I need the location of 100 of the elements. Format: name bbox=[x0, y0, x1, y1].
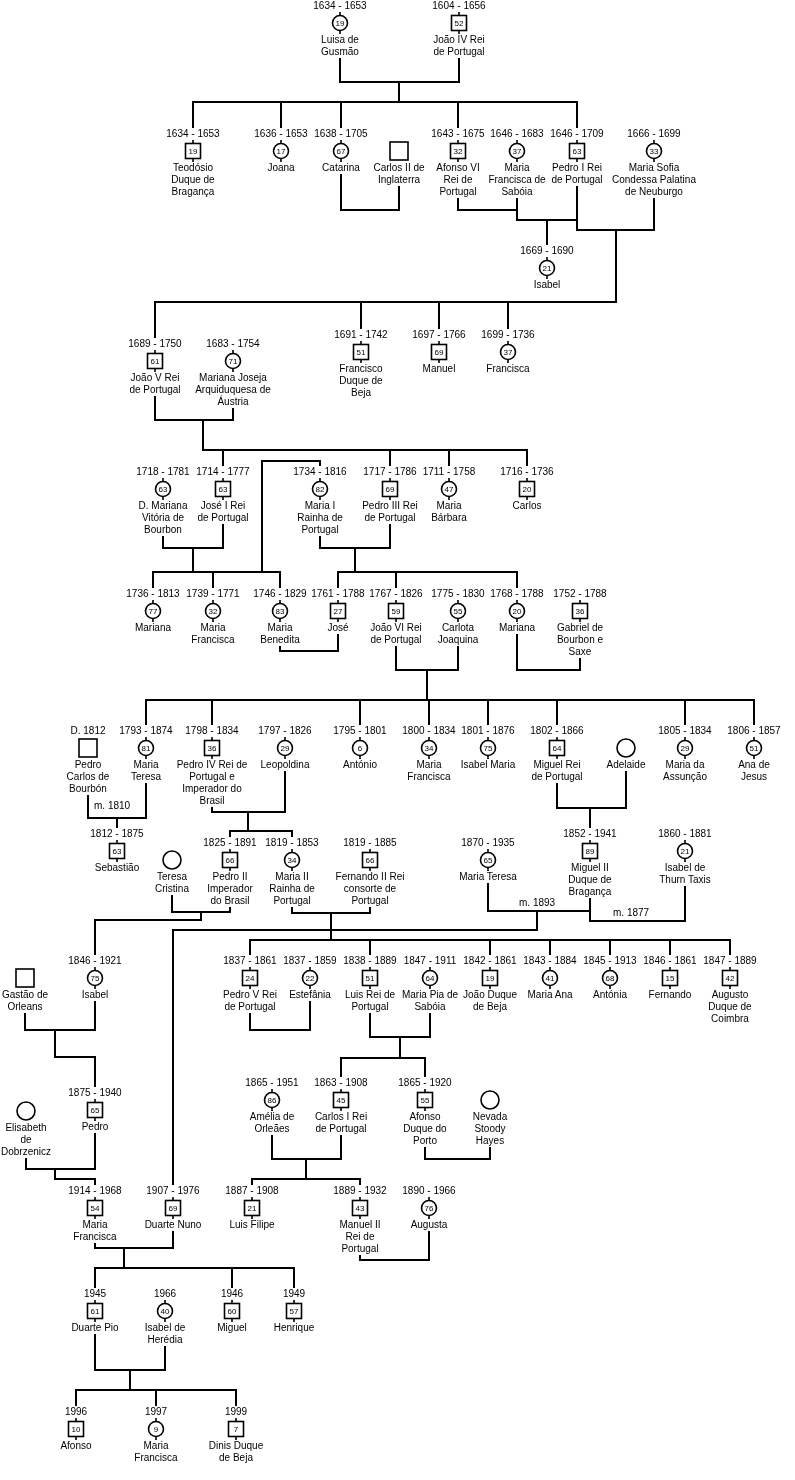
person-name: Fernando bbox=[648, 989, 692, 1001]
lifespan-dates: 1634 - 1653 bbox=[313, 0, 367, 12]
lifespan-dates: 1797 - 1826 bbox=[258, 725, 312, 737]
age-number: 32 bbox=[453, 146, 463, 156]
person-name: Isabel Maria bbox=[460, 759, 516, 771]
person-name: Mariana Joseja Arquiduquesa de Áustria bbox=[195, 372, 271, 408]
age-number: 34 bbox=[287, 855, 297, 865]
age-number: 51 bbox=[356, 347, 366, 357]
lifespan-dates: 1717 - 1786 bbox=[363, 466, 417, 478]
lifespan-dates: 1837 - 1861 bbox=[223, 955, 277, 967]
person-name: Luisa de Gusmão bbox=[320, 34, 360, 58]
lifespan-dates: 1949 bbox=[282, 1288, 306, 1300]
age-number: 71 bbox=[228, 356, 238, 366]
marriage-line bbox=[424, 1146, 491, 1160]
lifespan-dates: 1801 - 1876 bbox=[461, 725, 515, 737]
person-name: Henrique bbox=[273, 1322, 315, 1334]
marriage-line bbox=[279, 633, 339, 652]
family-connector bbox=[87, 782, 147, 829]
age-number: 75 bbox=[483, 743, 493, 753]
person-name: Isabel de Herédia bbox=[143, 1322, 187, 1346]
lifespan-dates: 1838 - 1889 bbox=[343, 955, 397, 967]
person-name: Miguel II Duque de Bragança bbox=[567, 862, 613, 898]
lifespan-dates: 1837 - 1859 bbox=[283, 955, 337, 967]
person-name: Maria Teresa bbox=[459, 871, 517, 883]
age-number: 83 bbox=[275, 606, 285, 616]
lifespan-dates: 1746 - 1829 bbox=[253, 588, 307, 600]
age-number: 69 bbox=[385, 484, 395, 494]
person-name: Maria Francisca bbox=[406, 759, 452, 783]
person-name: António bbox=[343, 759, 377, 771]
person-name: Augusta bbox=[410, 1219, 448, 1231]
age-number: 37 bbox=[512, 146, 522, 156]
person-name: Duarte Pio bbox=[71, 1322, 119, 1334]
person-name: Estefânia bbox=[289, 989, 331, 1001]
lifespan-dates: 1691 - 1742 bbox=[334, 329, 388, 341]
lifespan-dates: 1846 - 1861 bbox=[643, 955, 697, 967]
family-connector bbox=[24, 1000, 96, 1088]
lifespan-dates: 1819 - 1885 bbox=[343, 837, 397, 849]
lifespan-dates: 1889 - 1932 bbox=[333, 1185, 387, 1197]
person-name: Manuel bbox=[422, 363, 456, 375]
age-number: 15 bbox=[665, 973, 675, 983]
lifespan-dates: 1793 - 1874 bbox=[119, 725, 173, 737]
family-connector bbox=[25, 1132, 96, 1186]
person-name: Antónia bbox=[593, 989, 627, 1001]
lifespan-dates: 1870 - 1935 bbox=[461, 837, 515, 849]
person-name: Carlos II de Inglaterra bbox=[372, 162, 426, 186]
lifespan-dates: 1646 - 1709 bbox=[550, 128, 604, 140]
edge-label: m. 1810 bbox=[93, 800, 132, 812]
person-name: Francisco Duque de Beja bbox=[338, 363, 384, 399]
age-number: 51 bbox=[749, 743, 759, 753]
age-number: 63 bbox=[158, 484, 168, 494]
age-number: 66 bbox=[225, 855, 235, 865]
age-number: 20 bbox=[522, 484, 532, 494]
person-name: Elisabeth de Dobrzenicz bbox=[0, 1122, 52, 1158]
age-number: 55 bbox=[453, 606, 463, 616]
lifespan-dates: 1852 - 1941 bbox=[563, 828, 617, 840]
age-number: 7 bbox=[233, 1424, 239, 1434]
lifespan-dates: 1643 - 1675 bbox=[431, 128, 485, 140]
person-name: Maria Benedita bbox=[259, 622, 301, 646]
lifespan-dates: 1819 - 1853 bbox=[265, 837, 319, 849]
lifespan-dates: 1914 - 1968 bbox=[68, 1185, 122, 1197]
family-connector bbox=[556, 770, 627, 829]
age-number: 59 bbox=[391, 606, 401, 616]
lifespan-dates: 1860 - 1881 bbox=[658, 828, 712, 840]
lifespan-dates: 1847 - 1889 bbox=[703, 955, 757, 967]
age-number: 63 bbox=[572, 146, 582, 156]
person-name: José bbox=[327, 622, 349, 634]
lifespan-dates: 1999 bbox=[224, 1406, 248, 1418]
person-name: Carlos bbox=[512, 500, 542, 512]
age-number: 17 bbox=[276, 146, 286, 156]
lifespan-dates: 1812 - 1875 bbox=[90, 828, 144, 840]
lifespan-dates: 1646 - 1683 bbox=[490, 128, 544, 140]
lifespan-dates: D. 1812 bbox=[70, 725, 106, 737]
age-number: 69 bbox=[434, 347, 444, 357]
age-number: 6 bbox=[357, 743, 363, 753]
person-name: Teresa Cristina bbox=[154, 871, 190, 895]
lifespan-dates: 1775 - 1830 bbox=[431, 588, 485, 600]
person-name: Joana bbox=[267, 162, 295, 174]
lifespan-dates: 1890 - 1966 bbox=[402, 1185, 456, 1197]
marriage-line bbox=[516, 633, 581, 671]
age-number: 9 bbox=[153, 1424, 159, 1434]
person-name: João IV Rei de Portugal bbox=[432, 34, 486, 58]
person-name: Afonso bbox=[60, 1440, 92, 1452]
person-name: Catarina bbox=[322, 162, 360, 174]
age-number: 81 bbox=[141, 743, 151, 753]
marriage-line bbox=[340, 173, 400, 211]
lifespan-dates: 1946 bbox=[220, 1288, 244, 1300]
family-connector bbox=[249, 906, 731, 956]
age-number: 76 bbox=[424, 1203, 434, 1213]
person-name: Pedro I Rei de Portugal bbox=[550, 162, 604, 186]
person-name: Isabel bbox=[81, 989, 109, 1001]
person-name: Luis Rei de Portugal bbox=[344, 989, 396, 1013]
lifespan-dates: 1798 - 1834 bbox=[185, 725, 239, 737]
age-number: 51 bbox=[365, 973, 375, 983]
marriage-line bbox=[359, 1230, 430, 1261]
lifespan-dates: 1666 - 1699 bbox=[627, 128, 681, 140]
age-number: 41 bbox=[545, 973, 555, 983]
lifespan-dates: 1966 bbox=[153, 1288, 177, 1300]
person-name: Miguel Rei de Portugal bbox=[530, 759, 584, 783]
age-number: 64 bbox=[425, 973, 435, 983]
lifespan-dates: 1669 - 1690 bbox=[520, 245, 574, 257]
